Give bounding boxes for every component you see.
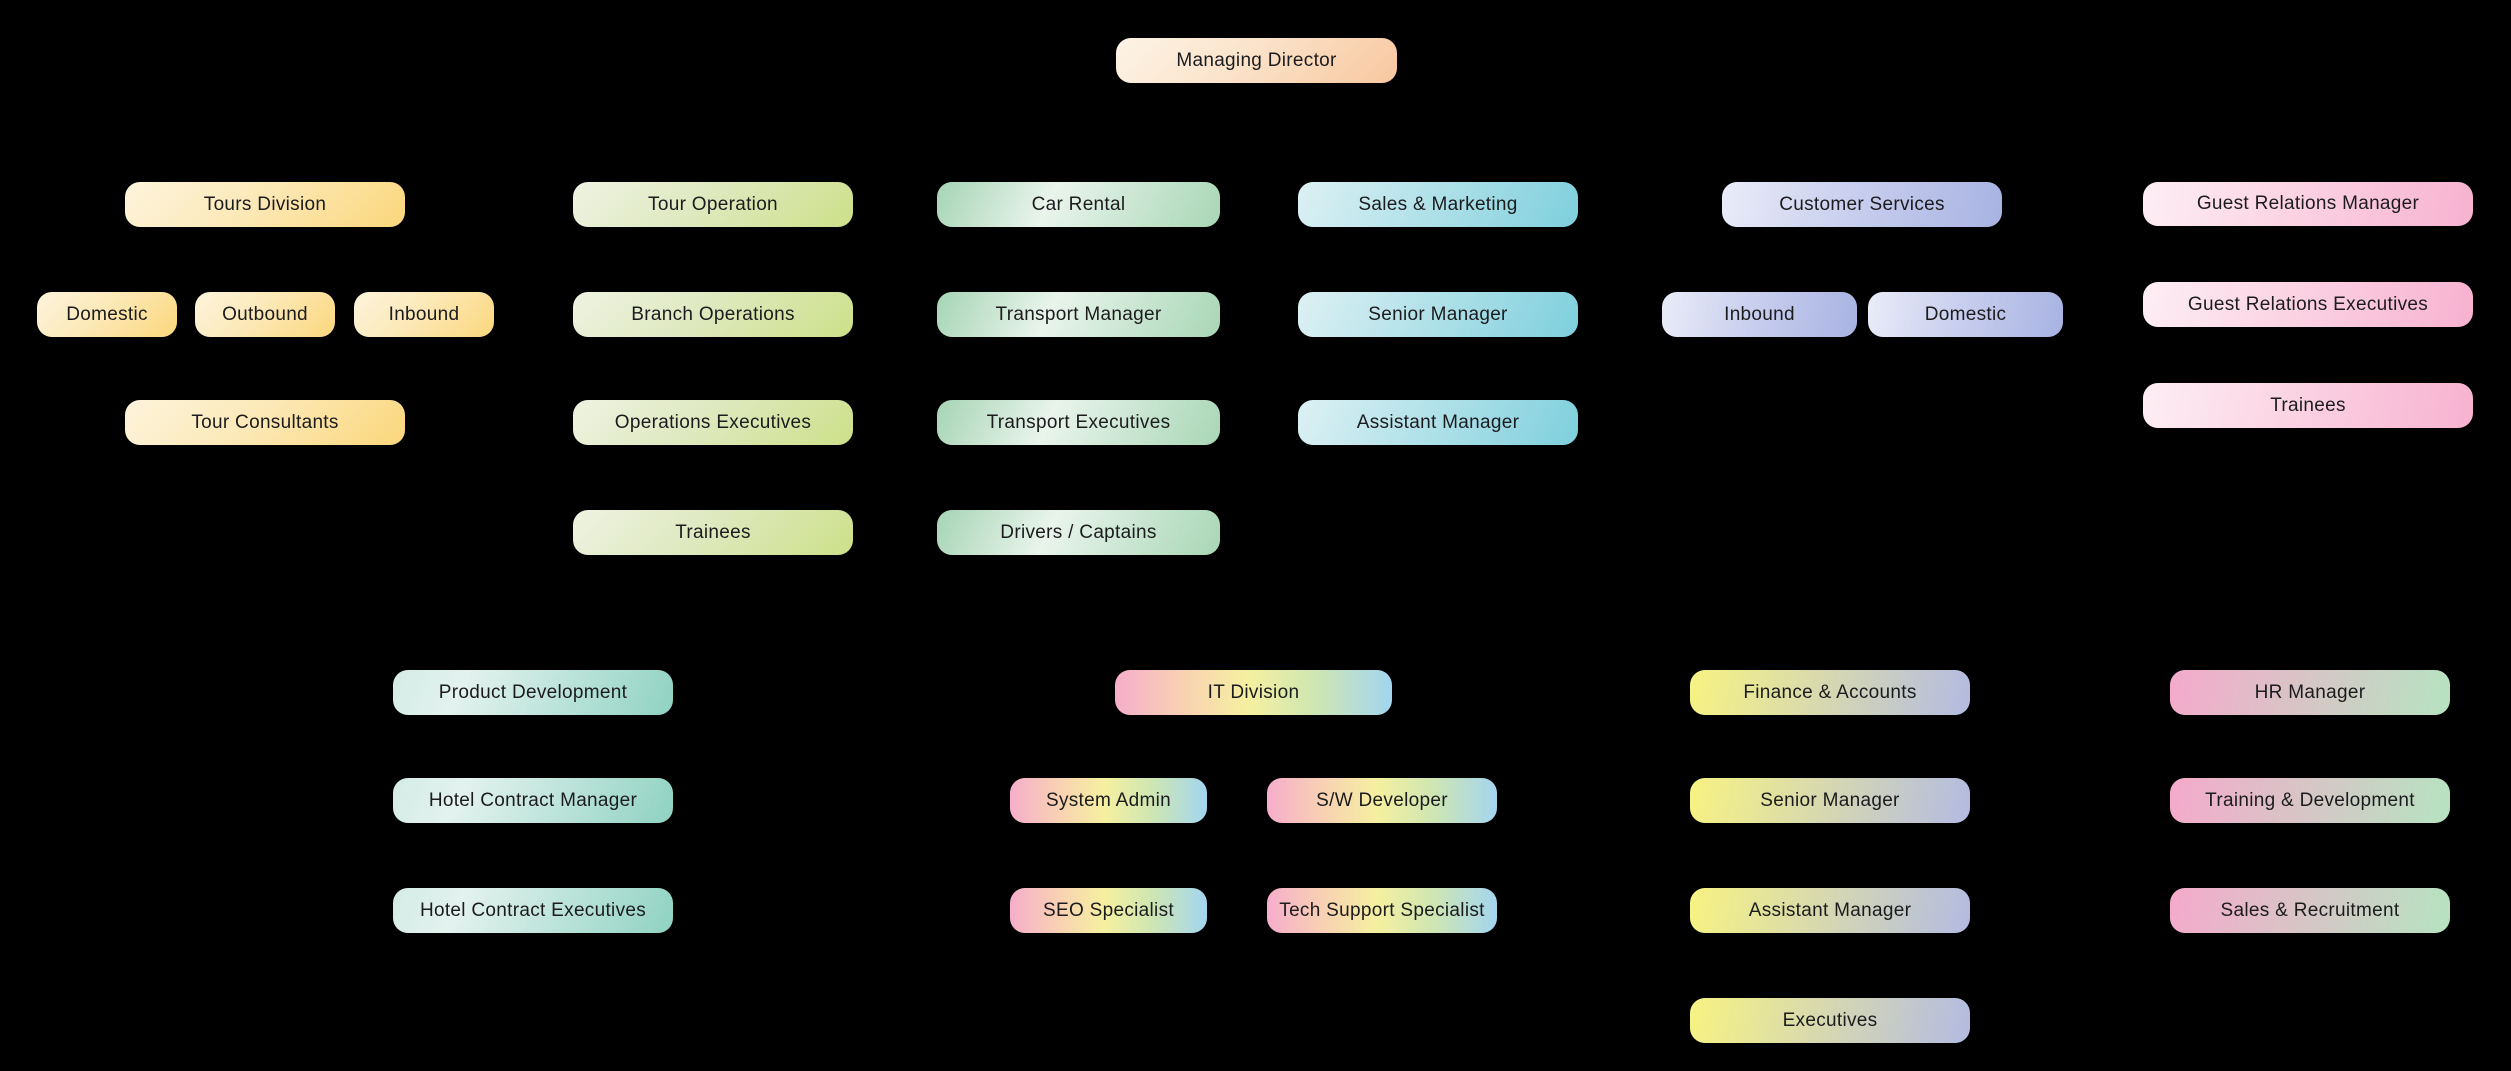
org-node-sales-assistant-manager: Assistant Manager xyxy=(1298,400,1578,445)
org-node-guest-relations-trainees: Trainees xyxy=(2143,383,2473,428)
org-node-transport-manager: Transport Manager xyxy=(937,292,1220,337)
org-node-sw-developer: S/W Developer xyxy=(1267,778,1497,823)
org-node-training-development: Training & Development xyxy=(2170,778,2450,823)
org-node-cs-domestic: Domestic xyxy=(1868,292,2063,337)
org-node-it-division: IT Division xyxy=(1115,670,1392,715)
org-node-hotel-contract-manager: Hotel Contract Manager xyxy=(393,778,673,823)
org-node-cs-inbound: Inbound xyxy=(1662,292,1857,337)
org-node-hr-manager: HR Manager xyxy=(2170,670,2450,715)
org-node-customer-services: Customer Services xyxy=(1722,182,2002,227)
org-node-tours-outbound: Outbound xyxy=(195,292,335,337)
org-node-sales-marketing: Sales & Marketing xyxy=(1298,182,1578,227)
org-node-finance-senior-manager: Senior Manager xyxy=(1690,778,1970,823)
org-node-sales-senior-manager: Senior Manager xyxy=(1298,292,1578,337)
org-node-operations-executives: Operations Executives xyxy=(573,400,853,445)
org-node-tour-operation-trainees: Trainees xyxy=(573,510,853,555)
org-node-product-development: Product Development xyxy=(393,670,673,715)
org-node-transport-executives: Transport Executives xyxy=(937,400,1220,445)
org-node-finance-assistant-manager: Assistant Manager xyxy=(1690,888,1970,933)
org-node-tours-domestic: Domestic xyxy=(37,292,177,337)
org-node-system-admin: System Admin xyxy=(1010,778,1207,823)
org-node-tours-division: Tours Division xyxy=(125,182,405,227)
org-node-hotel-contract-executives: Hotel Contract Executives xyxy=(393,888,673,933)
org-node-managing-director: Managing Director xyxy=(1116,38,1397,83)
org-node-tech-support-specialist: Tech Support Specialist xyxy=(1267,888,1497,933)
org-node-seo-specialist: SEO Specialist xyxy=(1010,888,1207,933)
org-node-finance-accounts: Finance & Accounts xyxy=(1690,670,1970,715)
org-node-guest-relations-executives: Guest Relations Executives xyxy=(2143,282,2473,327)
org-node-finance-executives: Executives xyxy=(1690,998,1970,1043)
org-node-branch-operations: Branch Operations xyxy=(573,292,853,337)
org-node-tour-consultants: Tour Consultants xyxy=(125,400,405,445)
org-node-tour-operation: Tour Operation xyxy=(573,182,853,227)
org-node-drivers-captains: Drivers / Captains xyxy=(937,510,1220,555)
org-node-guest-relations-manager: Guest Relations Manager xyxy=(2143,182,2473,226)
org-node-sales-recruitment: Sales & Recruitment xyxy=(2170,888,2450,933)
org-node-car-rental: Car Rental xyxy=(937,182,1220,227)
org-node-tours-inbound: Inbound xyxy=(354,292,494,337)
